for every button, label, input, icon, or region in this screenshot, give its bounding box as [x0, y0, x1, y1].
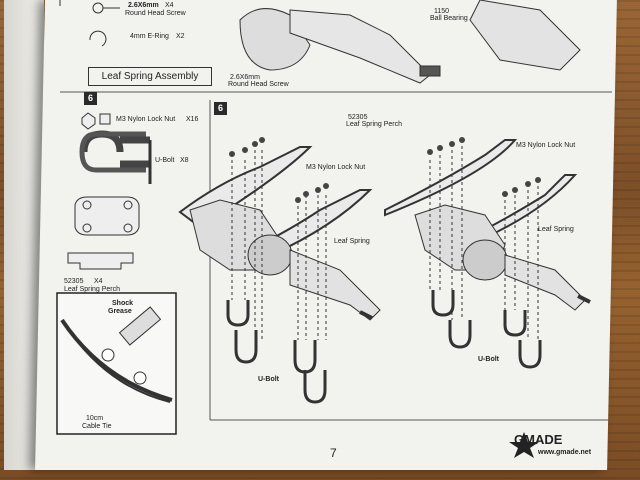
diagram-perch-label: Leaf Spring Perch [346, 121, 403, 128]
left-ubolt-label: U-Bolt [258, 376, 279, 383]
right-leaf-spring-upper [384, 139, 518, 217]
page-number: 7 [330, 446, 337, 460]
perch-label: Leaf Spring Perch [64, 286, 121, 293]
step-number-diagram: 6 [214, 102, 227, 115]
screw-top-sub: Round Head Screw [125, 10, 186, 17]
right-ubolt-b [448, 320, 472, 349]
grease-tube-icon [118, 306, 162, 346]
brand-name: GMADE [514, 432, 563, 447]
screw-top-label: 2.6X6mm [128, 2, 159, 9]
locknut-qty: X16 [186, 116, 199, 123]
locknut-icon [81, 112, 96, 130]
right-ubolt-c [503, 310, 527, 337]
grease-label-2: Grease [108, 308, 132, 315]
step-number-parts: 6 [84, 92, 97, 105]
ering-qty: X2 [176, 33, 185, 40]
left-locknut-label: M3 Nylon Lock Nut [306, 164, 366, 171]
diagram-perch-code: 52305 [348, 114, 368, 121]
right-leaf-spring-label: Leaf Spring [538, 226, 574, 233]
perch-side-icon [67, 252, 134, 270]
left-leaf-spring-label: Leaf Spring [334, 238, 370, 245]
ubolt-label: U-Bolt [155, 157, 175, 164]
right-locknut-label: M3 Nylon Lock Nut [516, 142, 576, 149]
screw-top-qty: X4 [165, 2, 174, 9]
brand-url: www.gmade.net [538, 449, 592, 456]
screw-bottom-sub: Round Head Screw [228, 81, 289, 88]
cable-tie-label-1: 10cm [86, 415, 104, 422]
cable-tie-label-2: Cable Tie [82, 423, 112, 430]
ubolt-icon [79, 131, 146, 173]
left-ubolt-b [234, 330, 258, 364]
left-ubolt-a [226, 300, 250, 327]
screw-icon [92, 2, 104, 14]
right-ubolt-d [518, 340, 542, 369]
perch-qty: X4 [94, 278, 103, 285]
grease-label-1: Shock [112, 300, 134, 307]
bearing-code: 1150 [434, 8, 450, 15]
gmade-star-logo [509, 432, 539, 458]
left-ubolt-d [303, 370, 327, 404]
right-ubolt-label: U-Bolt [478, 356, 499, 363]
right-axle-top [469, 0, 581, 71]
ering-label: 4mm E-Ring [130, 33, 169, 40]
screw-bottom-label: 2.6X6mm [230, 74, 260, 81]
bearing-label: Ball Bearing [430, 15, 468, 22]
locknut-label: M3 Nylon Lock Nut [116, 116, 176, 123]
ubolt-qty: X8 [180, 157, 189, 164]
right-ubolt-a [431, 290, 455, 317]
section-title: Leaf Spring Assembly [88, 67, 212, 86]
left-ubolt-c [293, 340, 317, 374]
ering-icon [89, 30, 107, 47]
perch-plate-icon [74, 196, 140, 236]
perch-code: 52305 [64, 278, 84, 285]
